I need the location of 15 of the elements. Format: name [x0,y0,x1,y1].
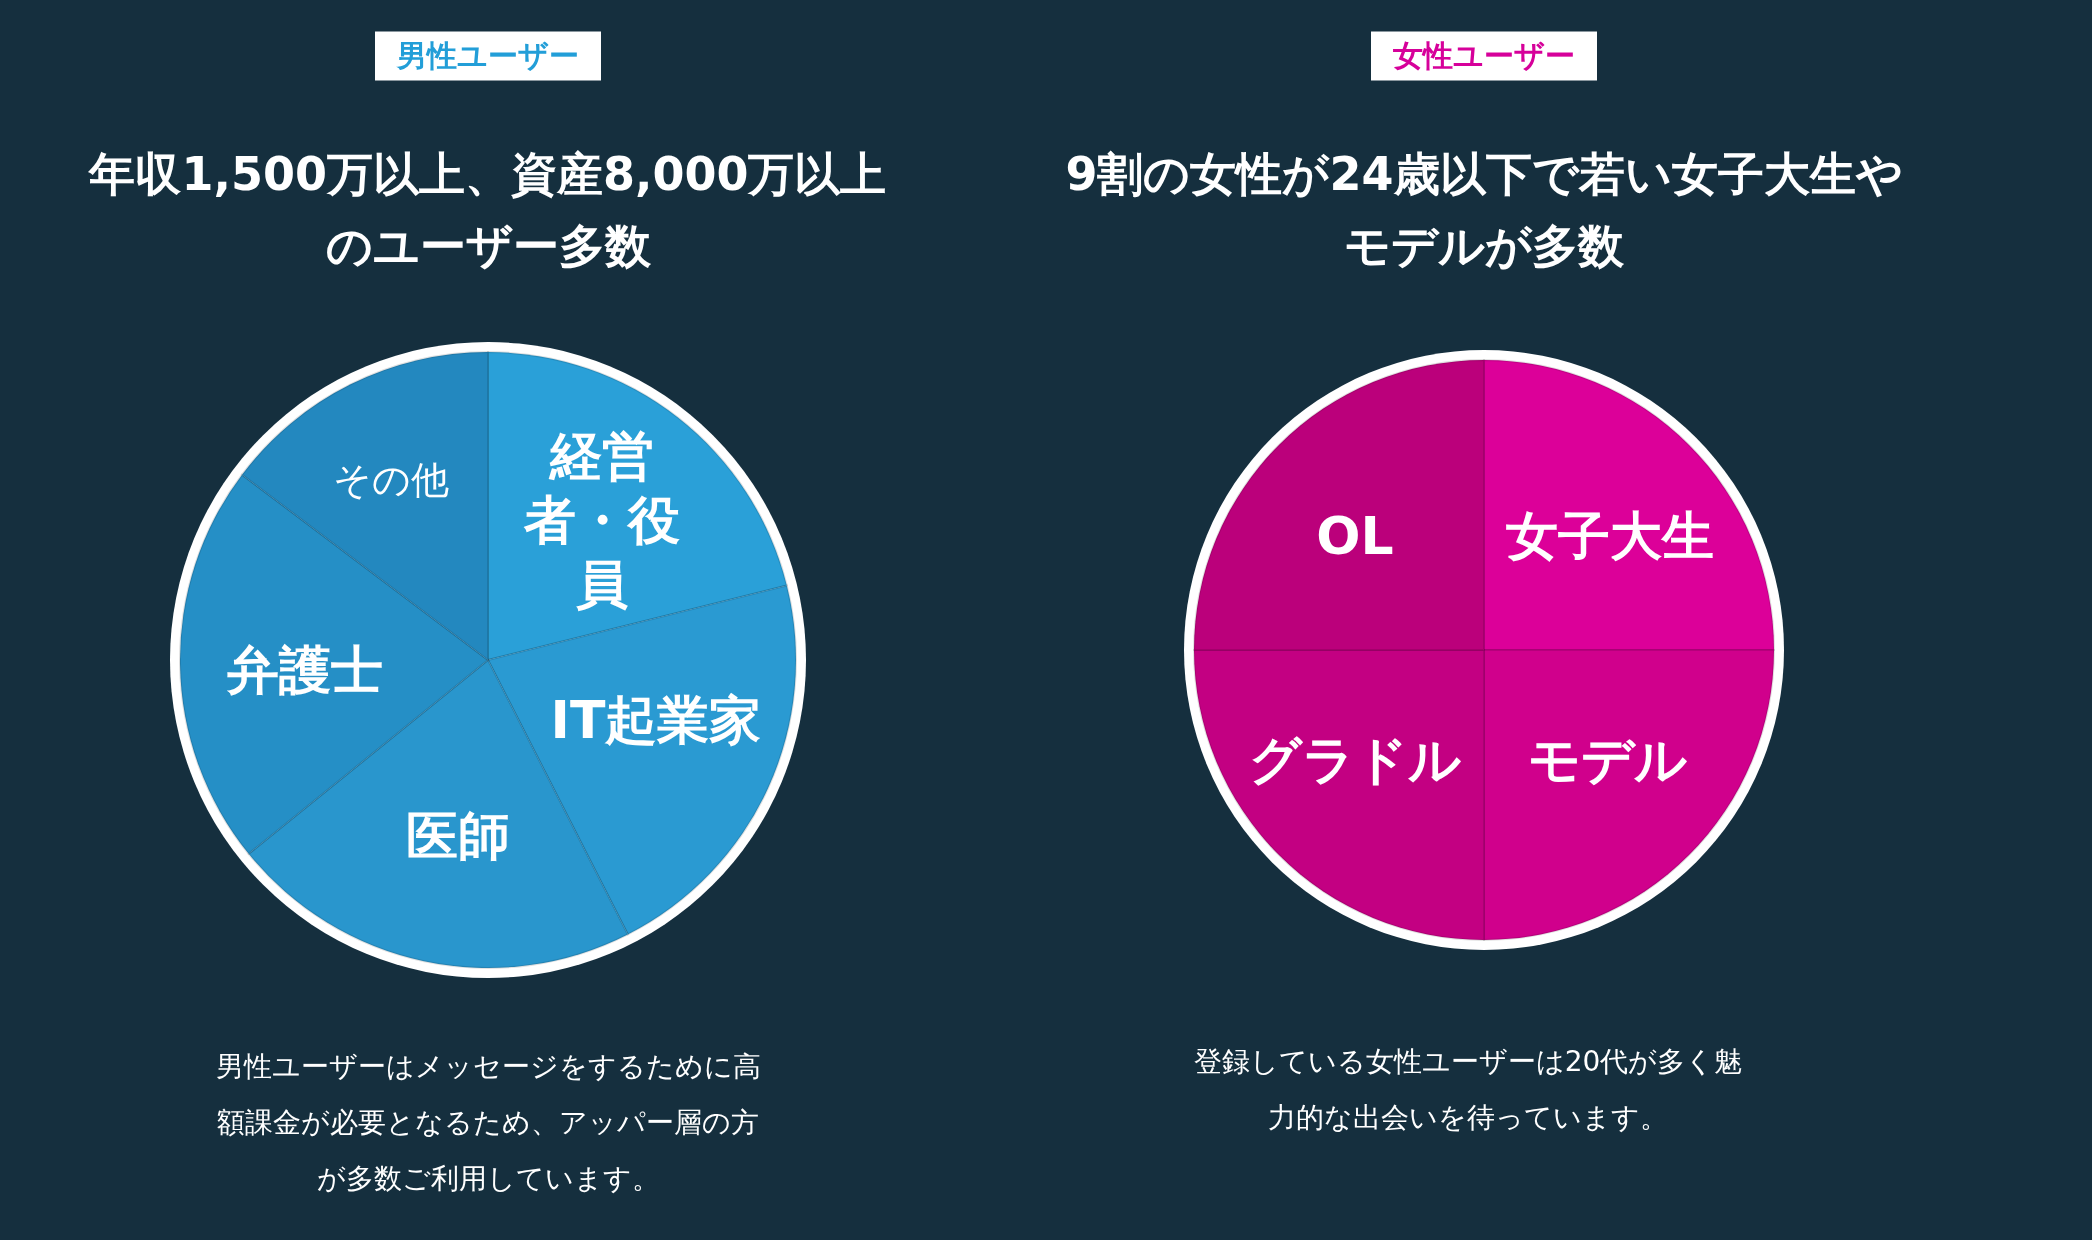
slice-label: OL [1316,505,1394,568]
slice-label: 女子大生 [1506,505,1714,568]
description-text: 男性ユーザーはメッセージをするために高額課金が必要となるため、アッパー層の方が多数ご利用しています。 [214,1049,762,1197]
slice-label: 弁護士 [227,639,383,702]
category-tag: 男性ユーザー [375,31,601,81]
heading: 年収1,500万以上、資産8,000万以上のユーザー多数 [87,146,888,275]
category-tag: 女性ユーザー [1371,31,1597,81]
slice-label: モデル [1527,729,1687,792]
slice-label: グラドル [1249,729,1461,792]
slice-label: その他 [333,457,449,504]
slice-label: 医師 [406,805,510,868]
description-text: 登録している女性ユーザーは20代が多く魅力的な出会いを待っています。 [1192,1044,1744,1136]
slice-label: IT起業家 [550,689,762,752]
heading: 9割の女性が24歳以下で若い女子大生やモデルが多数 [1064,146,1904,275]
slice-label: 経営者・役員 [523,425,681,616]
